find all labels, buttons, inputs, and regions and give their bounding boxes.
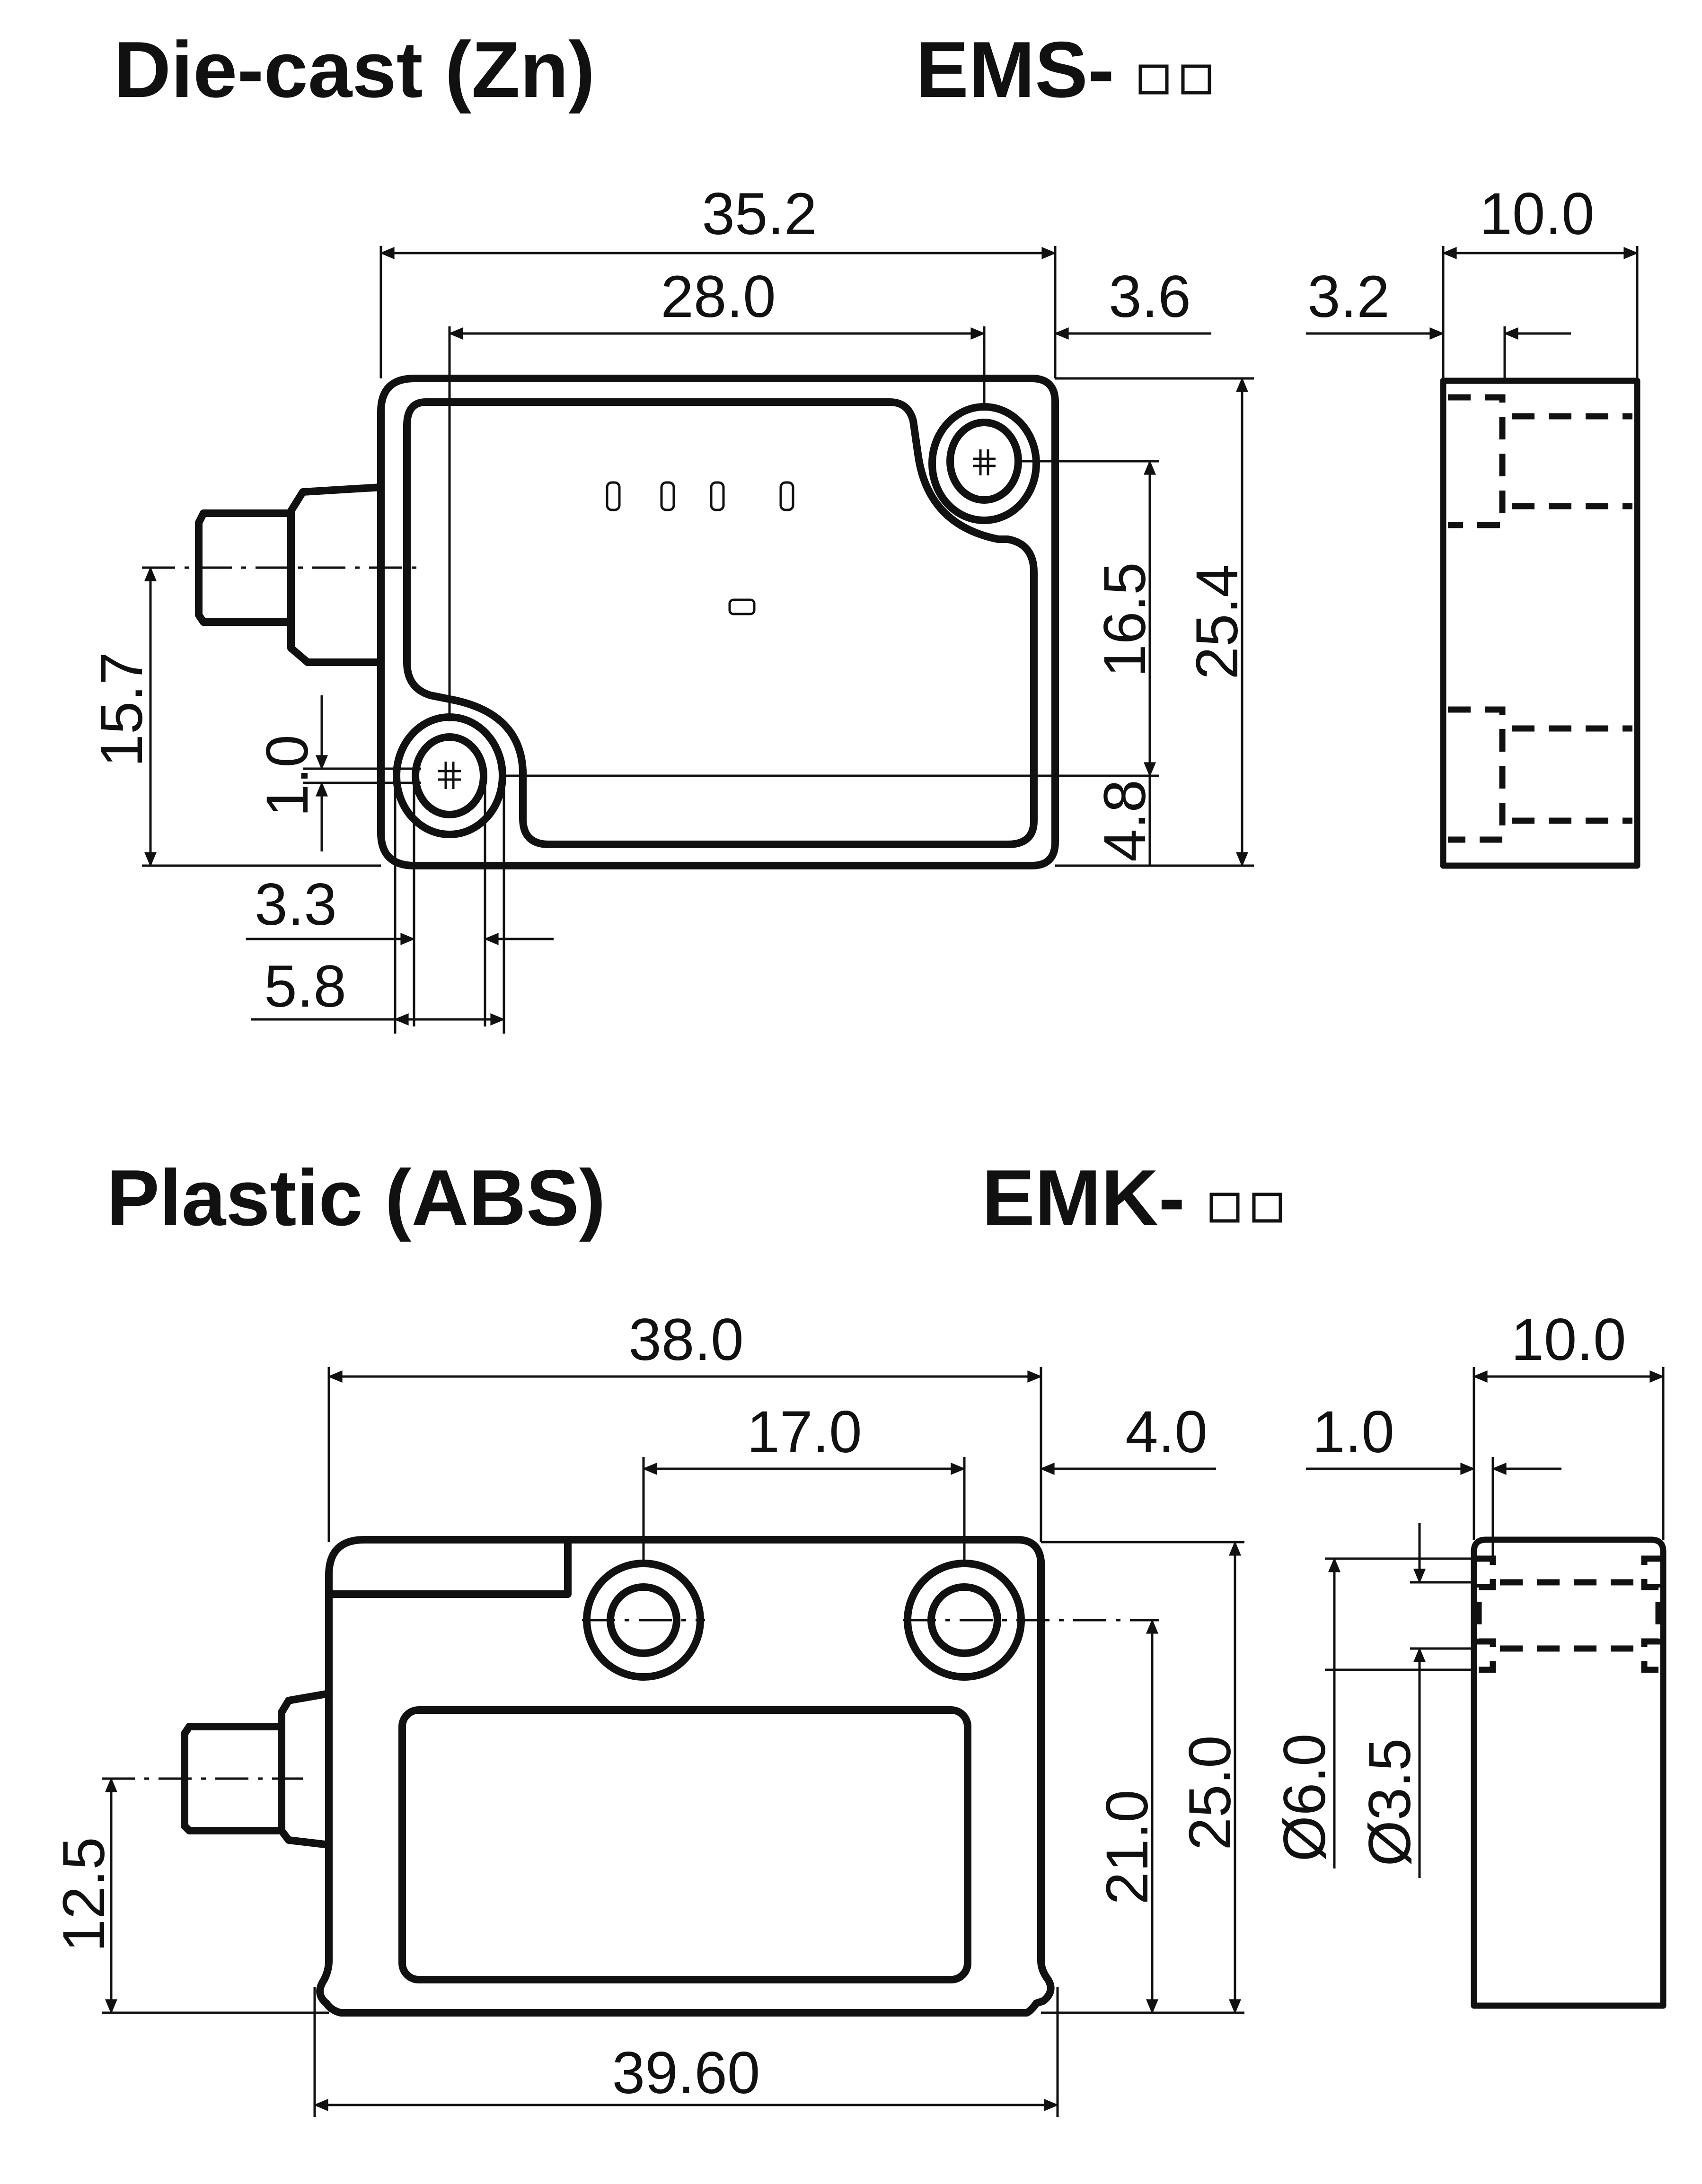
plastic-body-outline xyxy=(316,1536,1055,2017)
model-placeholder-box xyxy=(1138,64,1169,95)
dim-slot-width: 1.0 xyxy=(255,735,320,817)
dim-width: 35.2 xyxy=(702,181,817,247)
die-cast-heading: Die-cast (Zn) xyxy=(114,25,595,114)
indicator-led xyxy=(606,481,621,511)
plastic-dimensions: 38.0 17.0 4.0 25.0 21.0 12.5 39.60 10.0 xyxy=(51,1307,1665,2117)
die-cast-side-body xyxy=(1440,377,1640,869)
dim-inner-diameter: Ø3.5 xyxy=(1357,1738,1423,1867)
dim-hole-vertical-spacing: 16.5 xyxy=(1092,562,1158,677)
die-cast-side-view xyxy=(1440,377,1640,869)
model-placeholder-box xyxy=(1181,64,1211,95)
plastic-label-window xyxy=(398,1706,971,1983)
dim-side-recess: 3.2 xyxy=(1307,264,1390,330)
dim-hole-diameter: 3.3 xyxy=(255,872,337,938)
die-cast-inner-recess xyxy=(403,398,1038,848)
dim-side-recess: 1.0 xyxy=(1312,1399,1394,1465)
dim-outer-diameter: Ø6.0 xyxy=(1272,1734,1338,1862)
model-placeholder-box xyxy=(1209,1193,1240,1223)
dim-hole-offset-right: 4.0 xyxy=(1125,1399,1208,1465)
ems-model-prefix: EMS- xyxy=(916,25,1114,114)
indicator-led xyxy=(660,481,675,511)
mounting-hole-upper xyxy=(946,419,1022,504)
dim-height: 25.4 xyxy=(1184,564,1250,679)
emk-model-label: EMK- xyxy=(982,1153,1282,1242)
die-cast-dimensions: 35.2 28.0 3.6 25.4 16.5 4.8 15.7 1.0 xyxy=(89,181,1639,1034)
die-cast-front-view xyxy=(195,375,1059,869)
plastic-heading: Plastic (ABS) xyxy=(106,1153,606,1242)
dim-side-thickness: 10.0 xyxy=(1511,1307,1626,1373)
dim-base-width: 39.60 xyxy=(612,2040,760,2106)
status-led xyxy=(728,598,756,615)
ems-model-label: EMS- xyxy=(916,25,1211,114)
indicator-led xyxy=(779,481,794,511)
dim-height: 25.0 xyxy=(1177,1735,1243,1850)
model-placeholder-box xyxy=(1252,1193,1282,1223)
dim-hole-height: 21.0 xyxy=(1094,1789,1160,1904)
cable-gland xyxy=(287,483,385,666)
dim-side-thickness: 10.0 xyxy=(1479,181,1594,247)
plastic-corner-notch xyxy=(327,1538,572,1598)
dim-boss-diameter: 5.8 xyxy=(264,954,346,1019)
cable-gland xyxy=(278,1690,333,1849)
plastic-side-body xyxy=(1471,1536,1667,2009)
mounting-hole-lower xyxy=(412,733,487,818)
dim-hole-spacing: 28.0 xyxy=(661,264,776,330)
plastic-front-view xyxy=(181,1536,1159,2017)
dim-cable-axis-height: 15.7 xyxy=(89,652,155,767)
indicator-led xyxy=(710,481,725,511)
dim-hole-offset-right: 3.6 xyxy=(1109,264,1191,330)
emk-model-prefix: EMK- xyxy=(982,1153,1185,1242)
dim-hole-spacing: 17.0 xyxy=(747,1399,862,1465)
dim-width: 38.0 xyxy=(628,1307,743,1373)
plastic-side-view xyxy=(1471,1536,1667,2009)
dim-hole-offset-bottom: 4.8 xyxy=(1092,780,1158,862)
dim-cable-axis-height: 12.5 xyxy=(51,1837,117,1952)
